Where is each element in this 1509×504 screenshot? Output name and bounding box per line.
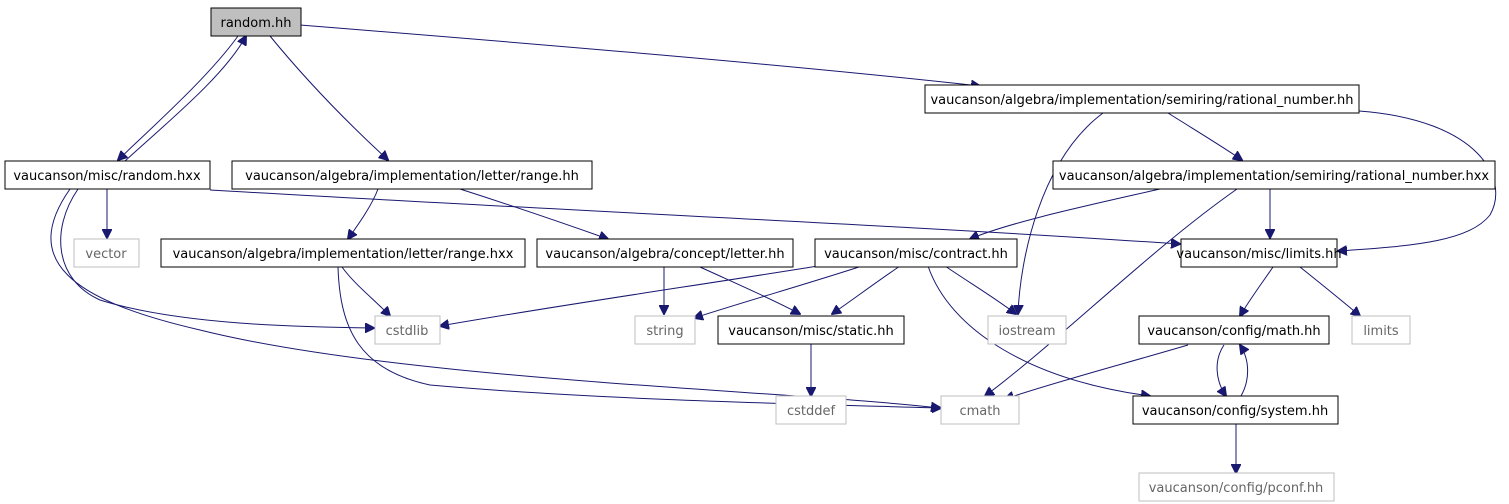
edge-misc-random-hxx-to-random-hh xyxy=(124,36,246,162)
node-layer: random.hh vaucanson/algebra/implementati… xyxy=(4,7,1496,502)
node-cstdlib[interactable]: cstdlib xyxy=(374,315,441,345)
edge-system-to-math xyxy=(1240,345,1248,397)
node-cstddef[interactable]: cstddef xyxy=(775,395,847,425)
edge-rational-number-hh-to-hxx xyxy=(1167,112,1242,160)
node-label-string: string xyxy=(646,324,683,339)
edge-rational-number-hh-to-limits-hh xyxy=(1338,110,1497,251)
node-string[interactable]: string xyxy=(634,315,696,345)
node-iostream[interactable]: iostream xyxy=(987,315,1067,345)
edge-misc-random-hxx-to-cmath xyxy=(50,188,940,408)
edge-random-hh-to-letter-range-hh xyxy=(269,35,388,160)
node-label-config-math-hh: vaucanson/config/math.hh xyxy=(1147,324,1320,339)
node-random-hh[interactable]: random.hh xyxy=(210,7,302,37)
edge-letter-range-hxx-to-cstdlib xyxy=(341,266,390,316)
edge-letter-range-hh-to-hxx xyxy=(348,188,379,239)
edge-rational-number-hxx-to-cmath xyxy=(985,188,1238,396)
node-label-limits: limits xyxy=(1363,324,1399,339)
node-label-random-hh: random.hh xyxy=(220,16,291,31)
edge-concept-letter-to-static xyxy=(699,266,800,314)
edge-math-to-cmath xyxy=(1005,344,1189,399)
edge-limits-to-limits xyxy=(1299,266,1360,316)
node-cmath[interactable]: cmath xyxy=(940,395,1020,425)
node-letter-range-hh[interactable]: vaucanson/algebra/implementation/letter/… xyxy=(231,160,593,190)
edge-contract-to-static xyxy=(832,265,901,314)
edge-letter-range-hh-to-concept-letter xyxy=(459,188,608,239)
node-rational-number-hxx[interactable]: vaucanson/algebra/implementation/semirin… xyxy=(1052,160,1496,190)
edge-contract-to-string xyxy=(694,265,863,318)
node-label-cstddef: cstddef xyxy=(787,404,836,419)
node-label-concept-letter-hh: vaucanson/algebra/concept/letter.hh xyxy=(545,247,784,262)
node-rational-number-hh[interactable]: vaucanson/algebra/implementation/semirin… xyxy=(924,84,1360,114)
node-misc-limits-hh[interactable]: vaucanson/misc/limits.hh xyxy=(1176,238,1342,268)
node-label-letter-range-hxx: vaucanson/algebra/implementation/letter/… xyxy=(173,247,514,262)
node-config-math-hh[interactable]: vaucanson/config/math.hh xyxy=(1138,315,1330,345)
node-label-cmath: cmath xyxy=(959,404,1000,419)
node-concept-letter-hh[interactable]: vaucanson/algebra/concept/letter.hh xyxy=(536,238,794,268)
node-label-misc-limits-hh: vaucanson/misc/limits.hh xyxy=(1176,247,1341,262)
node-label-cstdlib: cstdlib xyxy=(386,324,429,339)
node-misc-contract-hh[interactable]: vaucanson/misc/contract.hh xyxy=(814,238,1018,268)
node-label-misc-random-hxx: vaucanson/misc/random.hxx xyxy=(13,169,201,184)
edge-limits-to-math xyxy=(1240,266,1274,316)
edge-misc-random-hxx-to-limits-hh xyxy=(209,189,1180,244)
edge-random-hh-to-rational-number-hh xyxy=(299,24,980,86)
node-label-misc-static-hh: vaucanson/misc/static.hh xyxy=(728,324,893,339)
edge-contract-to-system xyxy=(927,265,1150,396)
node-misc-static-hh[interactable]: vaucanson/misc/static.hh xyxy=(717,315,905,345)
node-label-rational-number-hh: vaucanson/algebra/implementation/semirin… xyxy=(930,93,1353,108)
node-limits[interactable]: limits xyxy=(1351,315,1411,345)
node-label-config-system-hh: vaucanson/config/system.hh xyxy=(1142,404,1328,419)
node-label-iostream: iostream xyxy=(998,324,1055,339)
node-label-vector: vector xyxy=(85,247,127,262)
node-vector[interactable]: vector xyxy=(73,238,140,268)
node-misc-random-hxx[interactable]: vaucanson/misc/random.hxx xyxy=(4,160,211,190)
edge-math-to-system xyxy=(1216,344,1226,396)
node-config-system-hh[interactable]: vaucanson/config/system.hh xyxy=(1132,395,1339,425)
edge-rational-number-hh-to-iostream xyxy=(1018,112,1104,314)
edge-random-hh-to-misc-random-hxx xyxy=(118,35,239,160)
edge-contract-to-cstdlib xyxy=(440,265,819,326)
node-config-pconf-hh[interactable]: vaucanson/config/pconf.hh xyxy=(1138,472,1335,502)
edge-layer xyxy=(50,24,1497,473)
node-label-rational-number-hxx: vaucanson/algebra/implementation/semirin… xyxy=(1059,169,1490,184)
node-label-config-pconf-hh: vaucanson/config/pconf.hh xyxy=(1149,481,1324,496)
edge-rational-number-hxx-to-contract xyxy=(970,188,1161,239)
node-label-misc-contract-hh: vaucanson/misc/contract.hh xyxy=(824,247,1008,262)
edge-contract-to-iostream xyxy=(944,265,1016,314)
node-letter-range-hxx[interactable]: vaucanson/algebra/implementation/letter/… xyxy=(160,238,526,268)
node-label-letter-range-hh: vaucanson/algebra/implementation/letter/… xyxy=(245,169,579,184)
